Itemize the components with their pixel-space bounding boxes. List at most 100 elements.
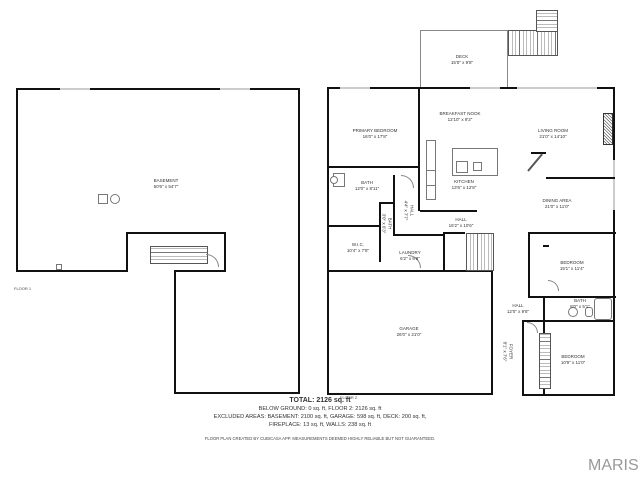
stairs (466, 233, 494, 271)
summary-line-2: EXCLUDED AREAS: BASEMENT: 2100 sq. ft, G… (213, 414, 427, 420)
stairs (539, 333, 551, 389)
deck-stairs (508, 30, 558, 56)
wall (393, 175, 395, 235)
wall (543, 296, 545, 332)
room-name: HALL (409, 204, 415, 217)
room-label-bedroom: BEDROOM 15'1" x 11'4" (560, 260, 584, 271)
room-dims: 21'0" x 11'0" (544, 203, 570, 209)
wall (418, 87, 420, 211)
room-label-hall: HALL 16'2" x 10'6" (449, 217, 474, 228)
wall (420, 210, 477, 212)
room-dims: 3'0" x 6'3" (382, 213, 387, 234)
wall (224, 232, 226, 272)
wall (174, 270, 226, 272)
room-label-hall-small: HALL 4'4" x 7'7" (404, 201, 415, 221)
wall (528, 232, 616, 234)
room-name: FOYER (508, 343, 514, 360)
window (340, 87, 370, 89)
wall (327, 270, 492, 272)
tub (594, 298, 612, 320)
disclaimer: FLOOR PLAN CREATED BY CUBICASA APP. MEAS… (204, 436, 436, 441)
wall (126, 232, 128, 272)
wall (327, 87, 329, 395)
room-label-primary-bedroom: PRIMARY BEDROOM 16'0" x 17'8" (353, 128, 398, 139)
wall (531, 152, 546, 154)
room-dims: 8'0" x 5'1" (570, 303, 590, 309)
room-name: LIVING ROOM (537, 128, 569, 133)
door (401, 175, 414, 188)
summary-total: TOTAL: 2126 sq. ft (289, 397, 351, 404)
room-name: LAUNDRY (399, 250, 421, 255)
room-dims: 12'0" x 8'11" (354, 185, 380, 191)
room-label-hall-2: HALL 12'0" x 9'8" (507, 303, 529, 314)
stove (426, 170, 436, 186)
fireplace (603, 113, 613, 145)
deck-outline (420, 30, 421, 88)
room-label-kitchen: KITCHEN 13'6" x 12'8" (452, 179, 477, 190)
room-name: DINING AREA (542, 198, 572, 203)
window (613, 160, 615, 210)
window (220, 88, 250, 90)
room-dims: 10'4" x 7'8" (346, 247, 370, 253)
window (517, 87, 597, 89)
room-name: BREAKFAST NOOK (439, 111, 481, 116)
room-label-breakfast-nook: BREAKFAST NOOK 12'10" x 9'2" (440, 111, 481, 122)
fixture (110, 194, 120, 204)
wall (16, 270, 126, 272)
room-dims: 12'0" x 9'8" (506, 308, 530, 314)
room-name: HALL (512, 303, 524, 308)
room-name: BATH (387, 217, 393, 230)
wall (379, 202, 381, 262)
wall (491, 270, 493, 395)
wall (327, 166, 419, 168)
wall (443, 232, 445, 272)
fixture (456, 161, 468, 173)
room-label-bath-2: BATH 8'0" x 5'1" (570, 298, 590, 309)
room-label-living-room: LIVING ROOM 21'0" x 14'10" (538, 128, 568, 139)
door (527, 322, 538, 333)
deck-outline (420, 30, 508, 31)
sink (330, 176, 338, 184)
room-label-deck: DECK 15'0" x 9'8" (451, 54, 473, 65)
wall (327, 225, 379, 227)
room-dims: 13'6" x 12'8" (451, 184, 477, 190)
room-name: DECK (455, 54, 469, 59)
room-dims: 50'6" x 54'7" (153, 183, 179, 189)
room-label-dining-area: DINING AREA 21'0" x 11'0" (542, 198, 571, 209)
room-name: BEDROOM (561, 354, 585, 359)
maris-logo: MARIS (588, 457, 639, 474)
floor-2-label: FLOOR 2 (340, 395, 358, 400)
room-label-bath-small: BATH 3'0" x 6'3" (382, 214, 393, 234)
room-label-bath: BATH 12'0" x 8'11" (355, 180, 379, 191)
summary-line-1: BELOW GROUND: 0 sq. ft, FLOOR 2: 2126 sq… (258, 406, 382, 412)
window (470, 87, 500, 89)
wall (546, 177, 615, 179)
room-dims: 12'10" x 9'2" (447, 116, 473, 122)
room-name: PRIMARY BEDROOM (352, 128, 398, 133)
wall (443, 232, 465, 234)
summary-line-3: FIREPLACE: 13 sq. ft, WALLS: 238 sq. ft (268, 422, 372, 428)
room-label-laundry: LAUNDRY 6'2" x 6'8" (399, 250, 420, 261)
room-name: BATH (574, 298, 586, 303)
door (548, 280, 559, 291)
room-name: BEDROOM (560, 260, 584, 265)
wall (174, 392, 300, 394)
room-dims: 6'2" x 6'8" (400, 255, 420, 261)
wall (393, 234, 443, 236)
wall (174, 270, 176, 394)
fixture (473, 162, 482, 171)
fixture (56, 264, 62, 270)
wall (522, 320, 524, 396)
room-label-basement: BASEMENT 50'6" x 54'7" (154, 178, 179, 189)
room-label-bedroom-2: BEDROOM 10'9" x 11'0" (561, 354, 585, 365)
wall (528, 296, 616, 298)
room-dims: 16'0" x 17'8" (362, 133, 388, 139)
room-dims: 4'4" x 7'7" (404, 200, 409, 221)
room-dims: 21'0" x 14'10" (539, 133, 567, 139)
deck-stairs (536, 10, 558, 32)
room-dims: 15'1" x 11'4" (559, 265, 585, 271)
room-name: GARAGE (399, 326, 419, 331)
room-name: W.I.C. (351, 242, 365, 247)
room-name: BASEMENT (153, 178, 179, 183)
room-dims: 26'0" x 21'0" (396, 331, 422, 337)
